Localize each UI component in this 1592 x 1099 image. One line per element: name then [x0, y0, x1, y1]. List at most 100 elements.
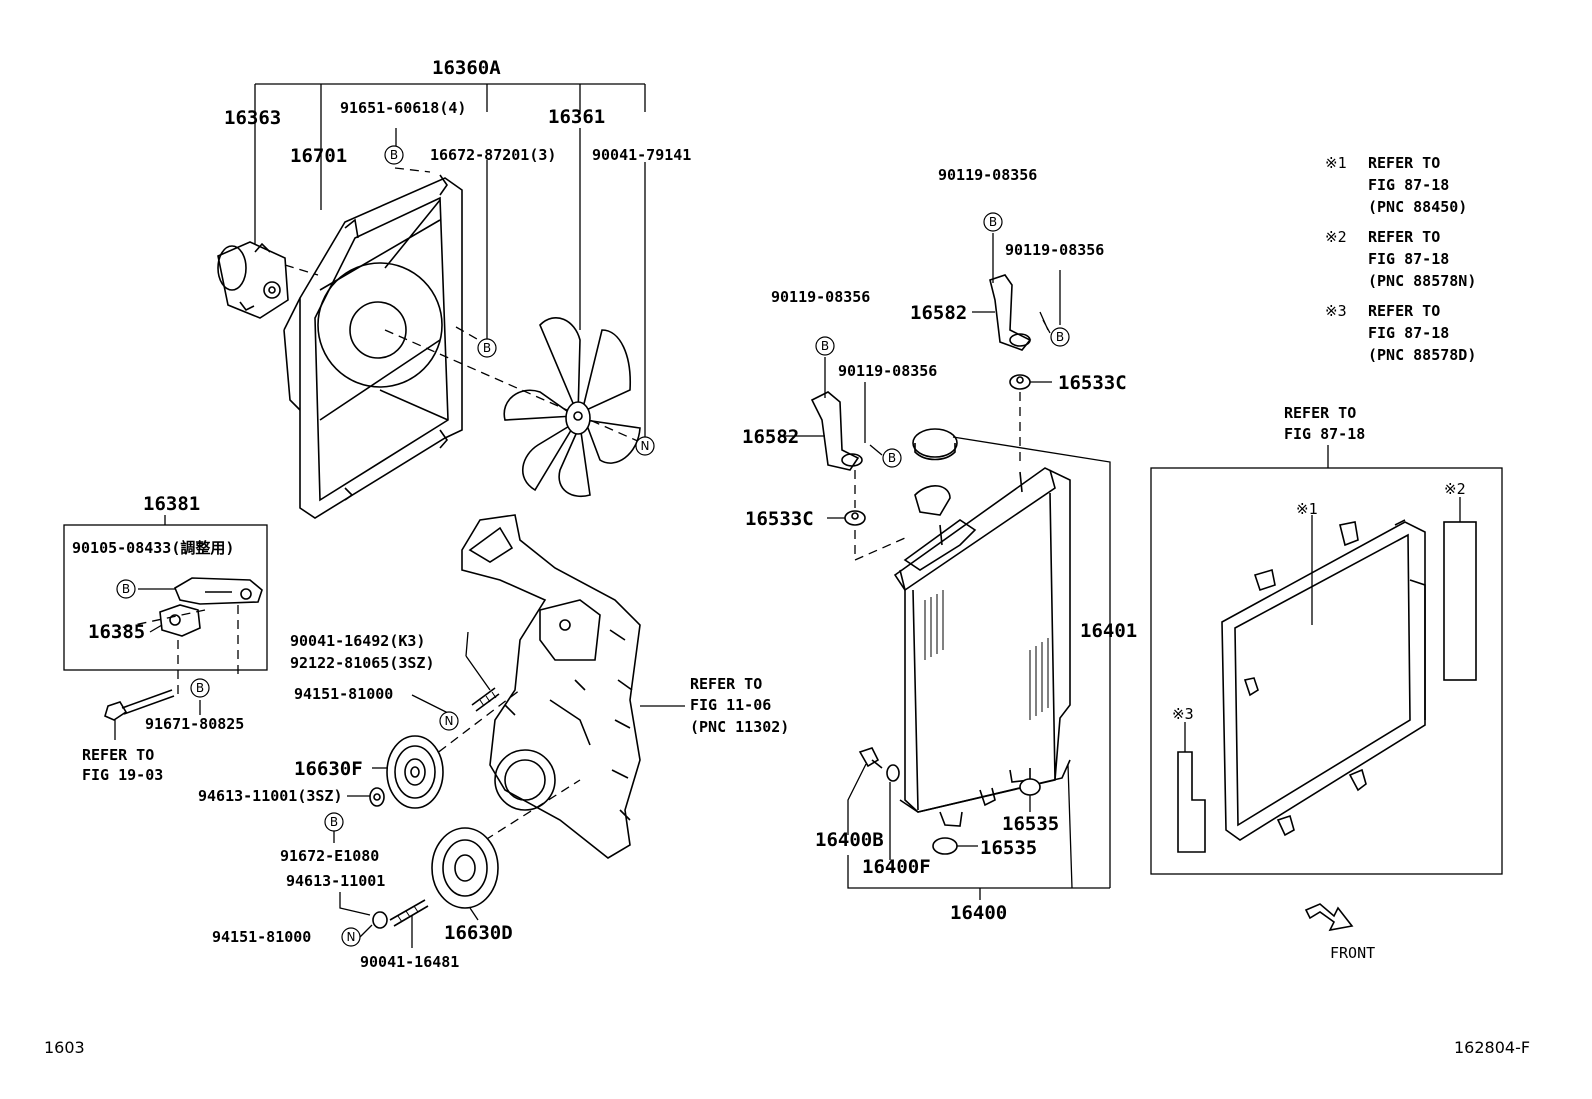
label-16533C-right: 16533C [1058, 372, 1127, 394]
label-16535-a: 16535 [1002, 813, 1059, 835]
note-3-line-b: FIG 87-18 [1368, 324, 1449, 342]
label-ref-87-b: FIG 87-18 [1284, 425, 1365, 443]
label-ref-87-a: REFER TO [1284, 404, 1356, 422]
svg-text:B: B [989, 215, 997, 229]
stud-bolt-upper [471, 687, 500, 712]
washer-94613 [369, 787, 385, 807]
label-16360A: 16360A [432, 57, 501, 79]
marker-b-16672: B [477, 338, 497, 358]
label-90119-top: 90119-08356 [938, 166, 1037, 184]
label-90041-16492: 90041-16492(K3) [290, 632, 425, 650]
pulley-16630F [386, 735, 444, 809]
svg-text:B: B [1056, 330, 1064, 344]
marker-n-94151-lower: N [341, 927, 361, 947]
note-2-line-b: FIG 87-18 [1368, 250, 1449, 268]
svg-text:B: B [330, 815, 338, 829]
label-16400F: 16400F [862, 856, 931, 878]
svg-text:B: B [483, 341, 491, 355]
marker-b-90119-left: B [815, 336, 835, 356]
receiver-panel [1443, 521, 1477, 681]
radiator-16400 [780, 233, 1111, 900]
label-ref-19-b: FIG 19-03 [82, 766, 163, 784]
label-16361: 16361 [548, 106, 605, 128]
grommet-16533C-left [844, 510, 866, 526]
note-2-line-c: (PNC 88578N) [1368, 272, 1476, 290]
note-1-mark: ※1 [1325, 154, 1347, 172]
marker-b-91651: B [384, 145, 404, 165]
label-16672: 16672-87201(3) [430, 146, 556, 164]
label-94151-lower: 94151-81000 [212, 928, 311, 946]
label-16701: 16701 [290, 145, 347, 167]
label-16381: 16381 [143, 493, 200, 515]
bolt-91671 [104, 689, 175, 721]
marker-b-90105: B [116, 579, 136, 599]
footer-left-code: 1603 [44, 1038, 85, 1057]
grommet-16533C-right [1009, 374, 1031, 390]
radiator-cap [912, 428, 958, 461]
bracket-16381-group [63, 515, 268, 740]
bracket-16582-left [810, 391, 863, 471]
label-16400B: 16400B [815, 829, 884, 851]
label-16401: 16401 [1080, 620, 1137, 642]
label-16385: 16385 [88, 621, 145, 643]
condenser-core [1221, 519, 1426, 841]
label-94613-lower: 94613-11001 [286, 872, 385, 890]
marker-b-90119-left2: B [882, 448, 902, 468]
svg-text:N: N [641, 439, 650, 453]
label-90041-79141: 90041-79141 [592, 146, 691, 164]
svg-text:B: B [122, 582, 130, 596]
drain-washer [886, 764, 900, 782]
label-90119-left: 90119-08356 [771, 288, 870, 306]
note-3-line-c: (PNC 88578D) [1368, 346, 1476, 364]
marker-n-94151-upper: N [439, 711, 459, 731]
label-94151-upper: 94151-81000 [294, 685, 393, 703]
labels: 16360A 16363 16701 91651-60618(4) 16672-… [72, 57, 1476, 971]
fan-motor [217, 241, 289, 319]
note-1-line-c: (PNC 88450) [1368, 198, 1467, 216]
svg-text:B: B [821, 339, 829, 353]
label-90119-mid: 90119-08356 [1005, 241, 1104, 259]
condenser-mark-2: ※2 [1444, 480, 1466, 498]
label-16533C-left: 16533C [745, 508, 814, 530]
label-16363: 16363 [224, 107, 281, 129]
label-16582-right: 16582 [910, 302, 967, 324]
marker-b-91672: B [324, 812, 344, 832]
cushion-16535-b [932, 837, 958, 855]
note-3-line-a: REFER TO [1368, 302, 1440, 320]
adjust-bracket [173, 577, 263, 605]
bracket-16582-right [989, 274, 1032, 351]
label-ref-11-b: FIG 11-06 [690, 696, 771, 714]
bracket-16385 [159, 604, 201, 637]
stud-bolt-lower [372, 899, 429, 929]
note-1-line-a: REFER TO [1368, 154, 1440, 172]
marker-b-90119-top: B [983, 212, 1003, 232]
condenser-mark-3: ※3 [1172, 705, 1194, 723]
pulley-16630D [431, 827, 499, 909]
cushion-16535-a [1019, 778, 1041, 796]
label-90041-16481: 90041-16481 [360, 953, 459, 971]
label-90119-left2: 90119-08356 [838, 362, 937, 380]
label-94613-upper: 94613-11001(3SZ) [198, 787, 343, 805]
side-bracket [1177, 751, 1206, 853]
label-ref-19-a: REFER TO [82, 746, 154, 764]
front-label: FRONT [1330, 944, 1375, 962]
label-16582-left: 16582 [742, 426, 799, 448]
fan-blade [503, 316, 641, 497]
condenser-group [1150, 445, 1503, 875]
footer-right-code: 162804-F [1454, 1038, 1531, 1057]
fan-shroud [283, 174, 463, 519]
label-91672: 91672-E1080 [280, 847, 379, 865]
timing-cover [414, 514, 685, 859]
note-2-line-a: REFER TO [1368, 228, 1440, 246]
label-16630F: 16630F [294, 758, 363, 780]
svg-text:B: B [888, 451, 896, 465]
svg-text:N: N [347, 930, 356, 944]
label-16630D: 16630D [444, 922, 513, 944]
front-arrow [1304, 903, 1354, 932]
note-3-mark: ※3 [1325, 302, 1347, 320]
label-90105: 90105-08433(調整用) [72, 539, 234, 557]
label-16535-b: 16535 [980, 837, 1037, 859]
marker-b-90119-mid: B [1050, 327, 1070, 347]
note-2-mark: ※2 [1325, 228, 1347, 246]
